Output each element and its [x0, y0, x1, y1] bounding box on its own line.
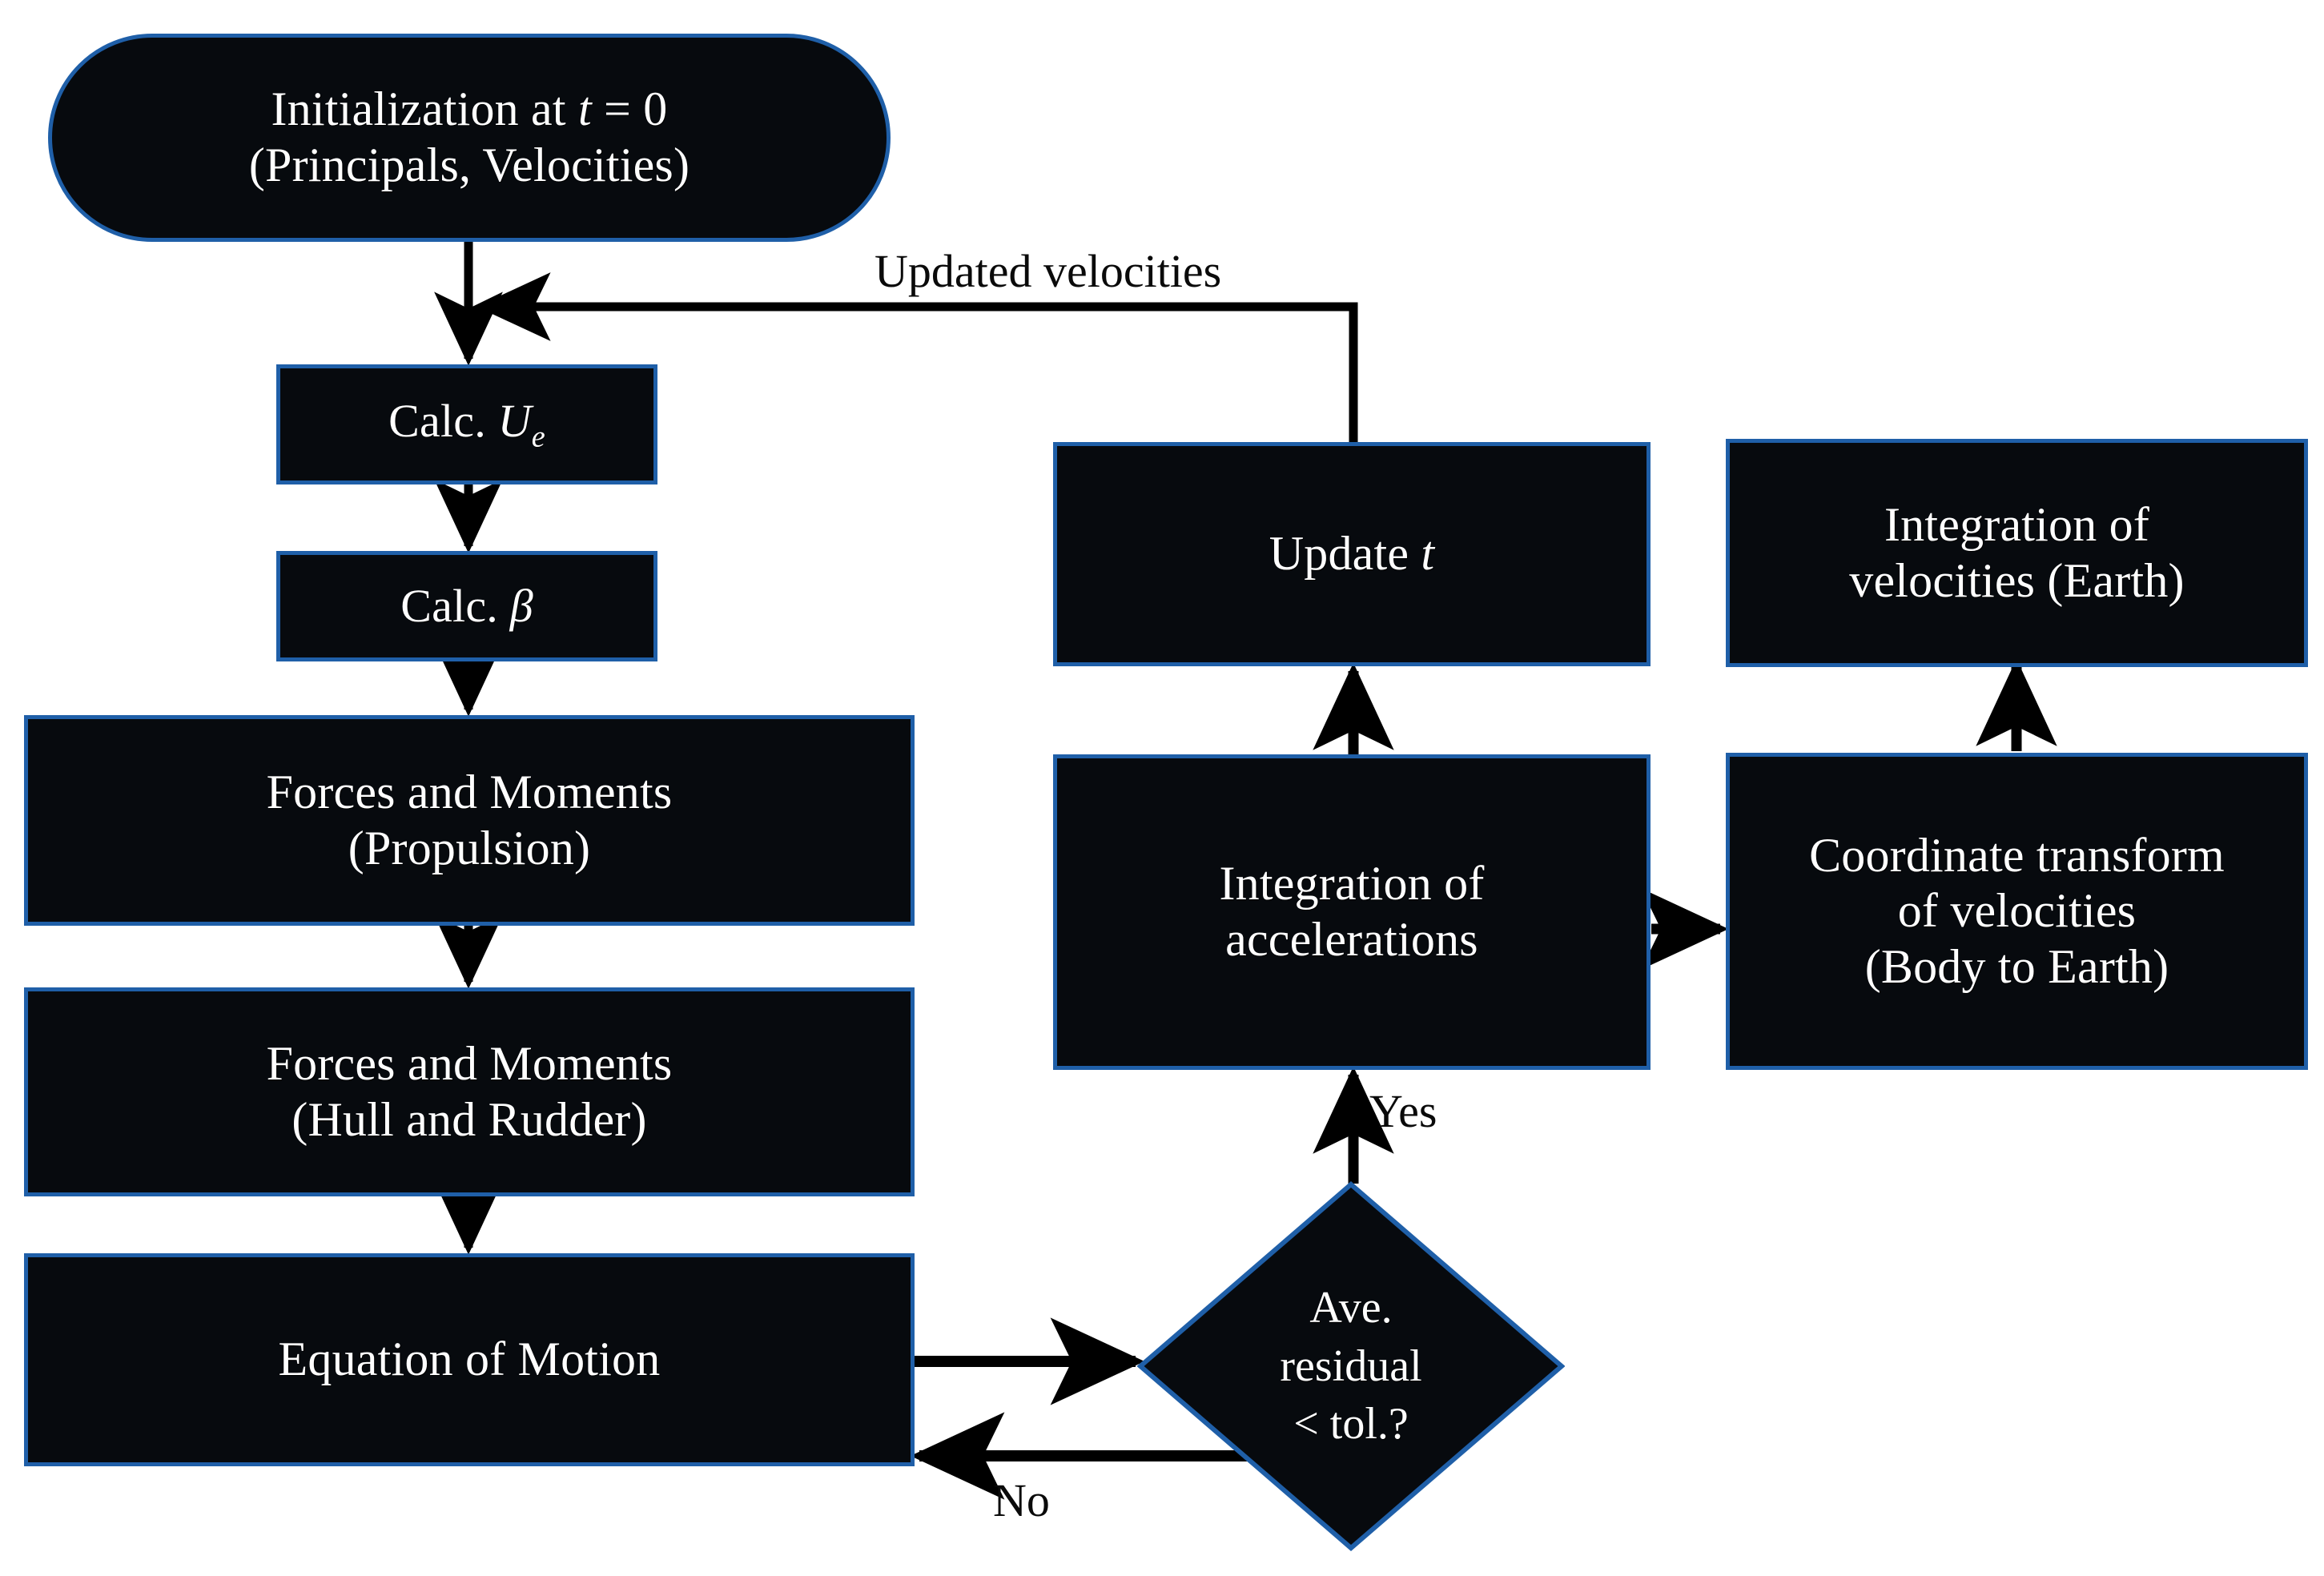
edge-label-yes: Yes [1369, 1085, 1437, 1137]
node-calc-beta[interactable]: Calc. β [276, 551, 657, 661]
initialization-line1-var: t [577, 82, 592, 136]
edge-label-no: No [993, 1474, 1050, 1526]
diamond-shape [1137, 1181, 1565, 1551]
node-decision-residual[interactable]: Ave. residual < tol.? [1137, 1181, 1565, 1551]
integration-velocities-earth-line2: velocities (Earth) [1849, 553, 2185, 607]
calc-beta-prefix: Calc. [400, 580, 510, 633]
forces-propulsion-line1: Forces and Moments [266, 765, 673, 818]
node-integration-accelerations[interactable]: Integration of accelerations [1053, 754, 1651, 1070]
node-update-t[interactable]: Update t [1053, 442, 1651, 666]
integration-velocities-earth-line1: Integration of [1884, 497, 2149, 551]
node-calc-ue[interactable]: Calc. Ue [276, 364, 657, 484]
node-coordinate-transform[interactable]: Coordinate transform of velocities (Body… [1726, 753, 2308, 1070]
forces-hull-rudder-line2: (Hull and Rudder) [292, 1092, 647, 1146]
update-t-var: t [1421, 527, 1435, 581]
initialization-line1-prefix: Initialization at [271, 82, 578, 136]
calc-ue-subscript: e [531, 420, 545, 454]
edge-label-updated-velocities: Updated velocities [875, 245, 1222, 297]
decision-residual-line1: Ave. [1309, 1282, 1393, 1333]
decision-residual-line3: < tol.? [1293, 1399, 1409, 1449]
coordinate-transform-line3: (Body to Earth) [1864, 939, 2169, 993]
forces-hull-rudder-line1: Forces and Moments [266, 1036, 673, 1090]
calc-ue-prefix: Calc. [388, 395, 498, 447]
node-integration-velocities-earth[interactable]: Integration of velocities (Earth) [1726, 439, 2308, 667]
update-t-prefix: Update [1269, 527, 1421, 581]
node-equation-of-motion[interactable]: Equation of Motion [24, 1253, 915, 1466]
coordinate-transform-line2: of velocities [1897, 884, 2137, 938]
coordinate-transform-line1: Coordinate transform [1809, 828, 2225, 882]
initialization-line2: (Principals, Velocities) [248, 139, 690, 191]
decision-residual-line2: residual [1280, 1341, 1422, 1391]
node-initialization[interactable]: Initialization at t = 0 (Principals, Vel… [48, 34, 891, 242]
calc-beta-var: β [509, 580, 533, 633]
integration-accelerations-line1: Integration of [1219, 857, 1485, 911]
initialization-line1-suffix: = 0 [591, 82, 668, 136]
forces-propulsion-line2: (Propulsion) [348, 821, 591, 874]
node-forces-propulsion[interactable]: Forces and Moments (Propulsion) [24, 715, 915, 926]
integration-accelerations-line2: accelerations [1225, 913, 1478, 966]
equation-of-motion-line1: Equation of Motion [278, 1333, 661, 1386]
node-forces-hull-rudder[interactable]: Forces and Moments (Hull and Rudder) [24, 987, 915, 1196]
calc-ue-var: U [497, 395, 532, 447]
